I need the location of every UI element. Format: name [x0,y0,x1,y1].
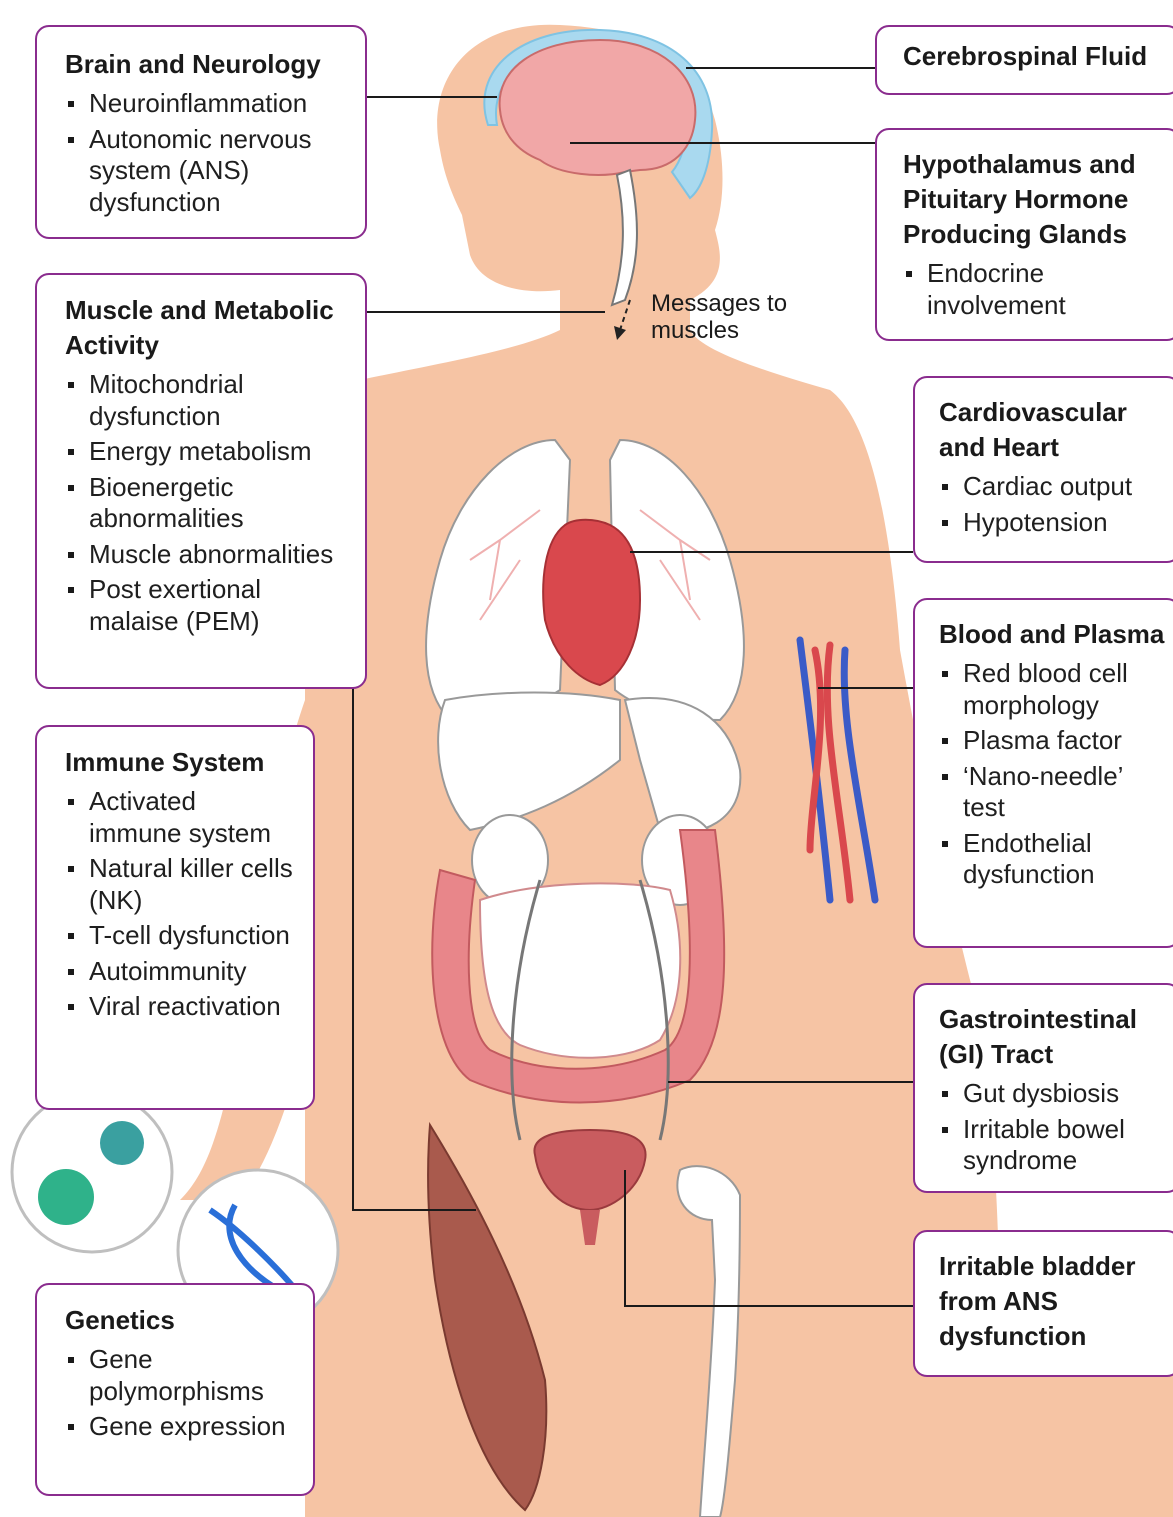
muscle-title: Muscle and Metabolic Activity [65,293,345,363]
blood-title: Blood and Plasma [939,617,1169,652]
brain-panel: Brain and Neurology Neuroinflammation Au… [35,25,367,239]
cardio-panel: Cardiovascular and Heart Cardiac output … [913,376,1173,563]
bladder-panel: Irritable bladder from ANS dysfunction [913,1230,1173,1377]
immune-item: Natural killer cells (NK) [65,853,293,916]
immune-item: Activated immune system [65,786,293,849]
brain-item: Neuroinflammation [65,88,345,120]
genetics-title: Genetics [65,1303,299,1338]
brain [500,40,696,175]
messages-to-muscles-label: Messages to muscles [651,290,791,344]
muscle-panel: Muscle and Metabolic Activity Mitochondr… [35,273,367,689]
brain-title: Brain and Neurology [65,47,345,82]
genetics-item: Gene polymorphisms [65,1344,299,1407]
muscle-item: Post exertional malaise (PEM) [65,574,345,637]
immune-item: Autoimmunity [65,956,293,988]
muscle-item: Bioenergetic abnormalities [65,472,345,535]
immune-title: Immune System [65,745,293,780]
csf-panel: Cerebrospinal Fluid [875,25,1173,95]
virus-circle [12,1092,172,1252]
virus-small-icon [100,1121,144,1165]
hypothalamus-item: Endocrine involvement [903,258,1169,321]
muscle-item: Muscle abnormalities [65,539,345,571]
gi-panel: Gastrointestinal (GI) Tract Gut dysbiosi… [913,983,1173,1193]
immune-panel: Immune System Activated immune system Na… [35,725,315,1110]
cardio-item: Hypotension [939,507,1169,539]
blood-item: Red blood cell morphology [939,658,1169,721]
brain-item: Autonomic nervous system (ANS) dysfuncti… [65,124,345,219]
bladder-title: Irritable bladder from ANS dysfunction [939,1249,1169,1354]
genetics-item: Gene expression [65,1411,299,1443]
blood-item: ‘Nano-needle’ test [939,761,1169,824]
cardio-item: Cardiac output [939,471,1169,503]
immune-item: T-cell dysfunction [65,920,293,952]
immune-item: Viral reactivation [65,991,293,1023]
hypothalamus-title: Hypothalamus and Pituitary Hormone Produ… [903,147,1169,252]
virus-large-icon [38,1169,94,1225]
small-intestine [480,883,680,1057]
gi-title: Gastrointestinal (GI) Tract [939,1002,1169,1072]
csf-title: Cerebrospinal Fluid [903,39,1169,74]
gi-item: Gut dysbiosis [939,1078,1169,1110]
genetics-panel: Genetics Gene polymorphisms Gene express… [35,1283,315,1496]
blood-item: Plasma factor [939,725,1169,757]
muscle-item: Energy metabolism [65,436,345,468]
hypothalamus-panel: Hypothalamus and Pituitary Hormone Produ… [875,128,1173,341]
muscle-item: Mitochondrial dysfunction [65,369,345,432]
blood-item: Endothelial dysfunction [939,828,1169,891]
gi-item: Irritable bowel syndrome [939,1114,1169,1177]
cardio-title: Cardiovascular and Heart [939,395,1169,465]
blood-panel: Blood and Plasma Red blood cell morpholo… [913,598,1173,948]
